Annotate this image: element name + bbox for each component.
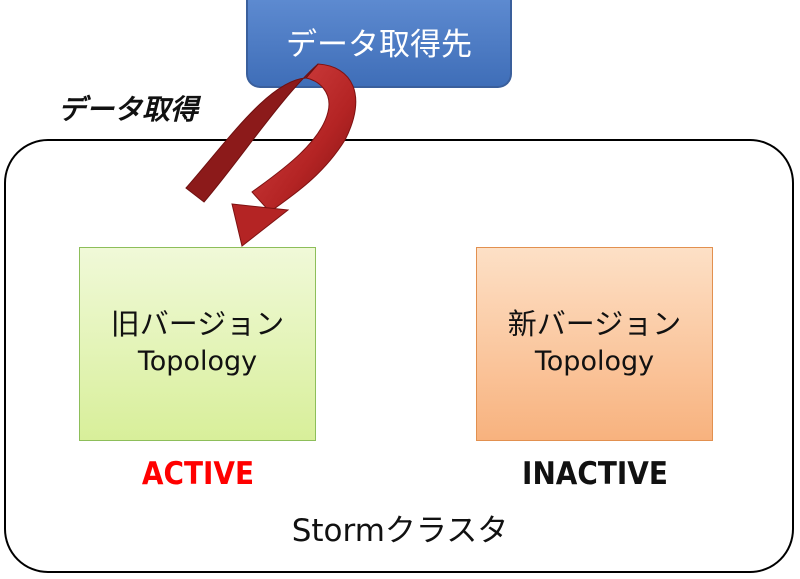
old-topology-status: ACTIVE (141, 456, 255, 492)
old-topology-title: 旧バージョン (110, 307, 285, 341)
fetch-label: データ取得 (58, 93, 199, 126)
fetch-arrow-body (251, 63, 357, 213)
new-topology-status: INACTIVE (522, 456, 668, 492)
new-topology-subtitle: Topology (534, 346, 655, 377)
old-topology-subtitle: Topology (137, 346, 258, 377)
fetch-arrow-head (231, 203, 290, 247)
data-source-label: データ取得先 (286, 26, 472, 63)
data-source-box: データ取得先 (246, 0, 512, 88)
old-topology-box: 旧バージョン Topology (79, 247, 316, 441)
cluster-label: Stormクラスタ (291, 513, 509, 549)
fetch-arrow-tail (185, 63, 319, 203)
new-topology-title: 新バージョン (507, 307, 682, 341)
new-topology-box: 新バージョン Topology (476, 247, 713, 441)
